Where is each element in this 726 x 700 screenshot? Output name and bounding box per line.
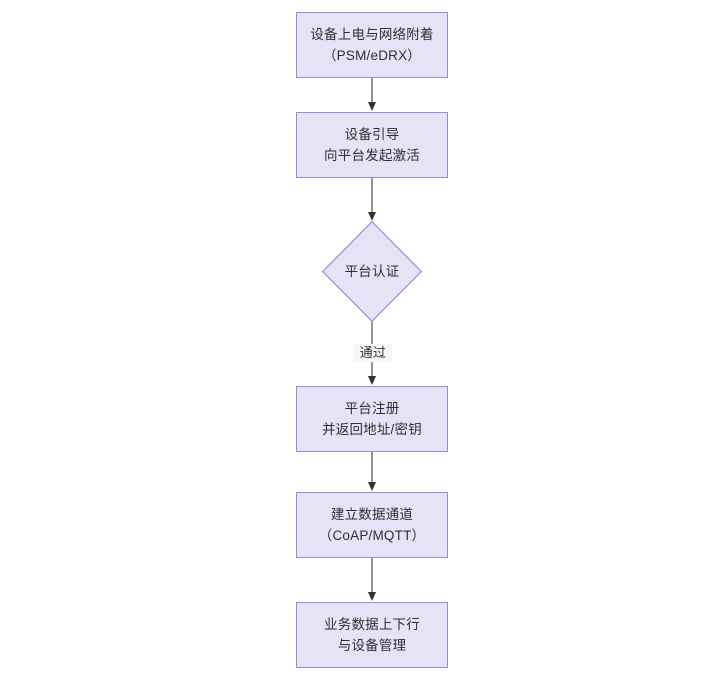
connector-power-on-to-bootstrap (364, 78, 380, 112)
edge-label-pass: 通过 (354, 344, 392, 362)
connector-bootstrap-to-platform-auth (364, 178, 380, 222)
connector-data-channel-to-business (364, 558, 380, 602)
node-data-channel[interactable]: 建立数据通道 （CoAP/MQTT） (296, 492, 448, 558)
node-bootstrap-line-1: 设备引导 (344, 127, 400, 142)
diamond-shape (322, 221, 422, 322)
node-power-on-line-1: 设备上电与网络附着 (310, 27, 434, 42)
node-data-channel-line-2: （CoAP/MQTT） (318, 528, 426, 543)
node-data-channel-line-1: 建立数据通道 (330, 507, 414, 522)
node-platform-auth-label: 平台认证 (344, 264, 400, 279)
node-platform-register-line-2: 并返回地址/密钥 (322, 422, 422, 437)
connector-register-to-data-channel (364, 452, 380, 492)
node-business-data[interactable]: 业务数据上下行 与设备管理 (296, 602, 448, 668)
node-platform-register-line-1: 平台注册 (344, 401, 400, 416)
node-power-on[interactable]: 设备上电与网络附着 （PSM/eDRX） (296, 12, 448, 78)
node-platform-auth[interactable]: 平台认证 (322, 221, 422, 322)
node-platform-register[interactable]: 平台注册 并返回地址/密钥 (296, 386, 448, 452)
node-power-on-line-2: （PSM/eDRX） (322, 48, 422, 63)
node-bootstrap[interactable]: 设备引导 向平台发起激活 (296, 112, 448, 178)
node-business-data-line-1: 业务数据上下行 (324, 617, 420, 632)
node-bootstrap-line-2: 向平台发起激活 (324, 148, 420, 163)
node-business-data-line-2: 与设备管理 (337, 638, 407, 653)
